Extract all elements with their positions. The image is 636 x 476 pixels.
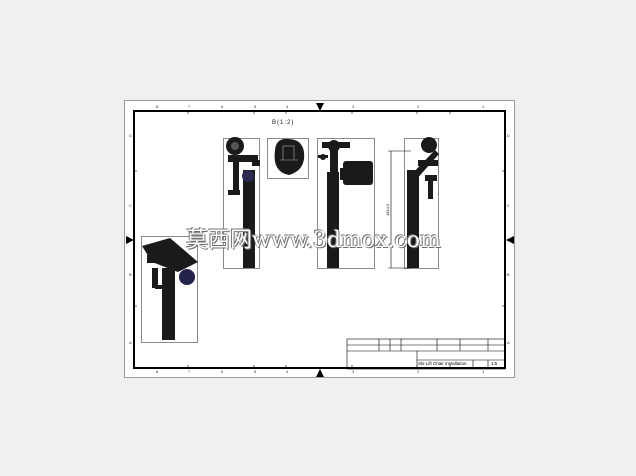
zone-marker: 5 (254, 369, 257, 374)
title-block-title: Ski-Lift Chair Installation (418, 361, 467, 366)
zone-marker: 7 (188, 369, 191, 374)
zone-marker: D (507, 133, 510, 138)
zone-marker: 7 (188, 104, 191, 109)
zone-marker: A (507, 340, 510, 345)
zone-marker: A (129, 340, 132, 345)
drawing-sheet (124, 100, 515, 378)
centering-arrows (126, 103, 514, 377)
section-label: B(1:2) (272, 120, 295, 126)
isometric-view[interactable] (141, 236, 198, 343)
zone-marker: 6 (221, 104, 224, 109)
title-block-scale: 1:5 (491, 361, 498, 366)
side-view[interactable] (223, 138, 260, 269)
zone-marker: 1 (482, 369, 485, 374)
watermark-text: 莫西网www.3dmox.com (186, 228, 441, 253)
zone-marker: C (129, 203, 132, 208)
zone-marker: B (129, 272, 132, 277)
zone-marker: 2 (417, 104, 420, 109)
front-view-geometry (318, 140, 373, 268)
zone-marker: 3 (352, 369, 355, 374)
zone-marker: 8 (156, 104, 159, 109)
title-block-lines (346, 338, 506, 370)
drawing-border (133, 110, 506, 369)
section-view-b[interactable] (267, 138, 309, 179)
zone-marker: 4 (286, 369, 289, 374)
side-view-geometry (226, 137, 260, 268)
zone-marker: D (129, 133, 132, 138)
rear-view-geometry (407, 137, 439, 268)
zone-marker: 1 (482, 104, 485, 109)
zone-marker: 6 (221, 369, 224, 374)
section-b-geometry (274, 138, 305, 175)
isometric-geometry (142, 238, 198, 340)
rear-view[interactable] (404, 138, 439, 269)
front-view[interactable] (317, 138, 375, 269)
zone-marker: C (507, 203, 510, 208)
zone-marker: B (507, 272, 510, 277)
zone-marker: 5 (254, 104, 257, 109)
zone-marker: 3 (352, 104, 355, 109)
zone-marker: 4 (286, 104, 289, 109)
zone-marker: 2 (417, 369, 420, 374)
zone-marker: 8 (156, 369, 159, 374)
